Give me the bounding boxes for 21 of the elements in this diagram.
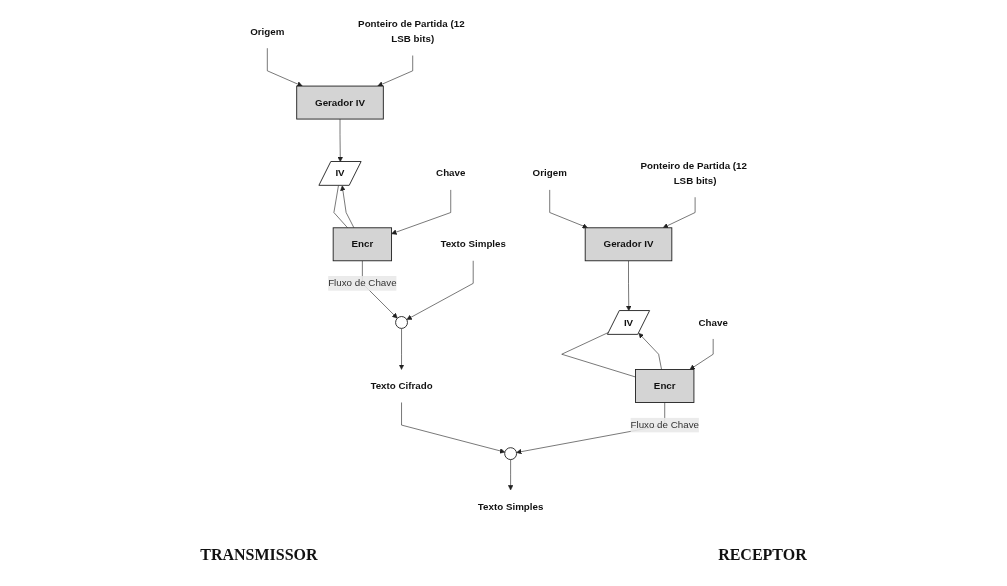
node-text: Origem — [250, 25, 285, 37]
node-text: Texto Simples — [440, 238, 507, 249]
node-circle — [395, 315, 409, 329]
node-box: Encr — [635, 368, 695, 403]
diagram-label: TRANSMISSOR — [200, 546, 318, 564]
node-text: Texto Simples — [478, 500, 544, 511]
connector — [333, 184, 349, 228]
node-text: Ponteiro de Partida (12 LSB bits) — [358, 18, 465, 44]
node-box: Gerador IV — [585, 226, 673, 261]
node-text: Chave — [698, 316, 729, 327]
node-circle — [504, 446, 518, 460]
node-box: Gerador IV — [296, 85, 385, 119]
diagram-label: RECEPTOR — [718, 546, 807, 564]
node-box: Encr — [333, 226, 393, 261]
node-text: Chave — [436, 167, 466, 178]
node-text: Ponteiro de Partida (12 LSB bits) — [640, 160, 748, 186]
edge-label: Fluxo de Chave — [630, 419, 700, 430]
edge-label: Fluxo de Chave — [328, 277, 397, 288]
node-text: Texto Cifrado — [370, 380, 433, 391]
node-text: Origem — [532, 167, 568, 178]
connector — [561, 331, 637, 377]
